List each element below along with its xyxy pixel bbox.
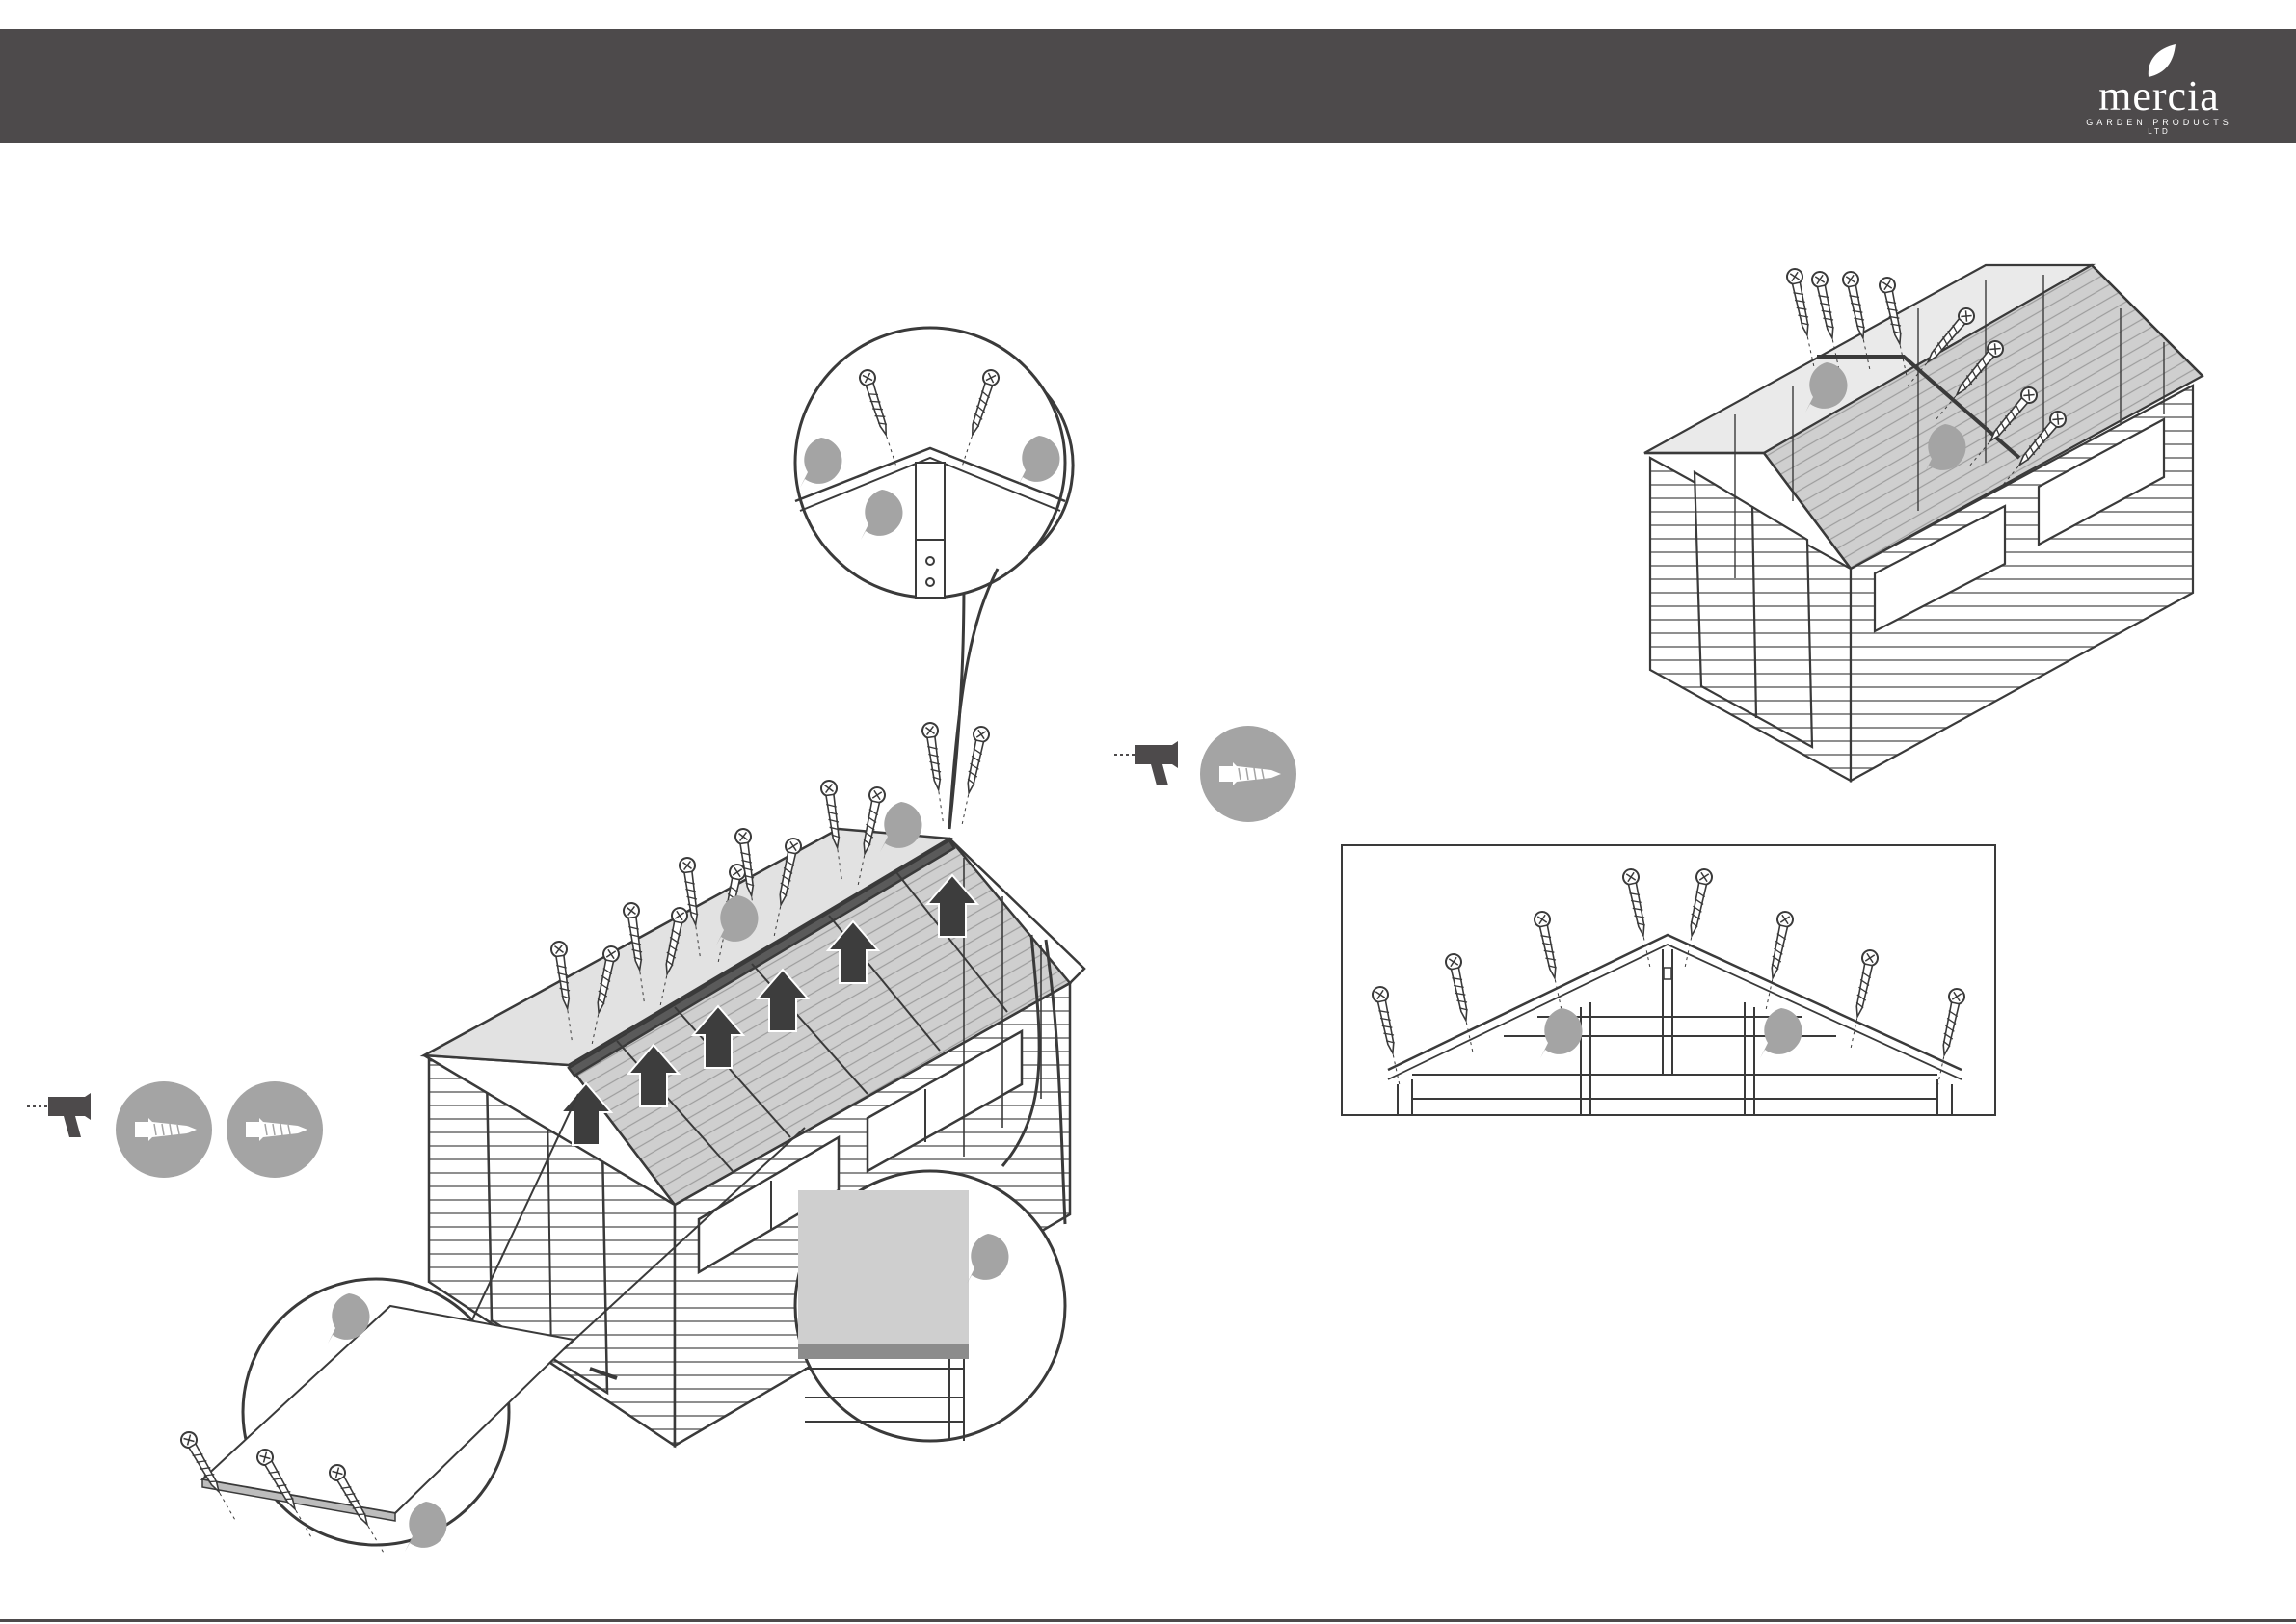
screw-badge-icon <box>116 1081 212 1178</box>
overview-shed <box>1644 265 2203 781</box>
screw-badge-icon <box>227 1081 323 1178</box>
screw-badge-icon <box>1200 726 1296 822</box>
drill-icon <box>1114 741 1178 785</box>
footer-rule <box>0 1619 2296 1622</box>
drill-icon <box>27 1093 91 1137</box>
gable-section-diagram <box>1342 845 1995 1115</box>
